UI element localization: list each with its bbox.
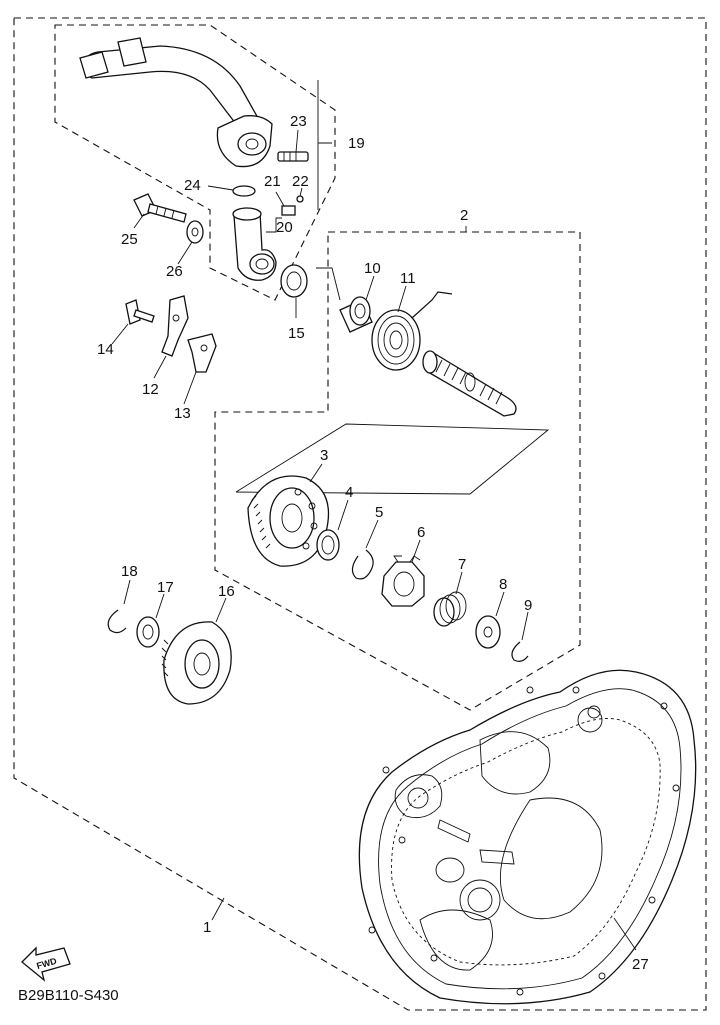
bolt-14 [125, 299, 155, 325]
plate-12 [161, 295, 189, 357]
washer-4 [316, 529, 340, 561]
washer-26 [186, 220, 204, 244]
callout-4: 4 [345, 484, 353, 501]
circlip-24 [232, 185, 256, 197]
idle-gear-16 [161, 621, 232, 705]
callout-17: 17 [157, 579, 174, 596]
callout-8: 8 [499, 576, 507, 593]
bolt-25 [133, 193, 187, 223]
callout-5: 5 [375, 504, 383, 521]
circlip-9 [511, 641, 529, 662]
spring-7 [433, 591, 467, 627]
ratchet-wheel-6 [381, 555, 425, 607]
callout-11: 11 [400, 270, 416, 287]
washer-17 [136, 616, 160, 648]
callout-7: 7 [458, 556, 466, 573]
callout-9: 9 [524, 597, 532, 614]
spring-21 [281, 205, 296, 216]
callout-26: 26 [166, 263, 183, 280]
callout-18: 18 [121, 563, 138, 580]
kick-gear-3 [247, 475, 330, 567]
diagram-code: B29B110-S430 [18, 987, 119, 1004]
bolt-23 [277, 151, 309, 162]
callout-3: 3 [320, 447, 328, 464]
kick-axle [422, 350, 517, 417]
plate-13 [187, 333, 217, 373]
callout-1: 1 [203, 919, 211, 936]
torsion-spring-11 [371, 291, 453, 371]
callout-14: 14 [97, 341, 114, 358]
oil-seal-15 [280, 264, 308, 298]
callout-20: 20 [276, 219, 293, 236]
callout-12: 12 [142, 381, 159, 398]
callout-19: 19 [348, 135, 365, 152]
kick-boss-20 [232, 207, 277, 281]
kick-axle-boundary [214, 231, 581, 711]
leader-lines [111, 80, 637, 951]
assembly-boundary [13, 17, 707, 1011]
callout-15: 15 [288, 325, 305, 342]
callout-23: 23 [290, 113, 307, 130]
washer-8 [475, 615, 501, 649]
fwd-arrow-icon: FWD [21, 946, 71, 982]
kick-crank [79, 37, 273, 168]
callout-22: 22 [292, 173, 309, 190]
kick-crank-boundary [54, 24, 336, 301]
circlip-5 [351, 549, 374, 580]
callout-10: 10 [364, 260, 381, 277]
callout-24: 24 [184, 177, 201, 194]
circlip-18 [107, 609, 127, 634]
callout-25: 25 [121, 231, 138, 248]
axle-reference-outline [235, 423, 550, 495]
spring-guide-10 [339, 296, 373, 333]
callout-13: 13 [174, 405, 191, 422]
ball-22 [296, 195, 304, 203]
crankcase-cover-27 [358, 669, 697, 1005]
callout-6: 6 [417, 524, 425, 541]
gasket-outline [391, 718, 661, 966]
callout-16: 16 [218, 583, 235, 600]
callout-27: 27 [632, 956, 649, 973]
callout-2: 2 [460, 207, 468, 224]
callout-21: 21 [264, 173, 281, 190]
